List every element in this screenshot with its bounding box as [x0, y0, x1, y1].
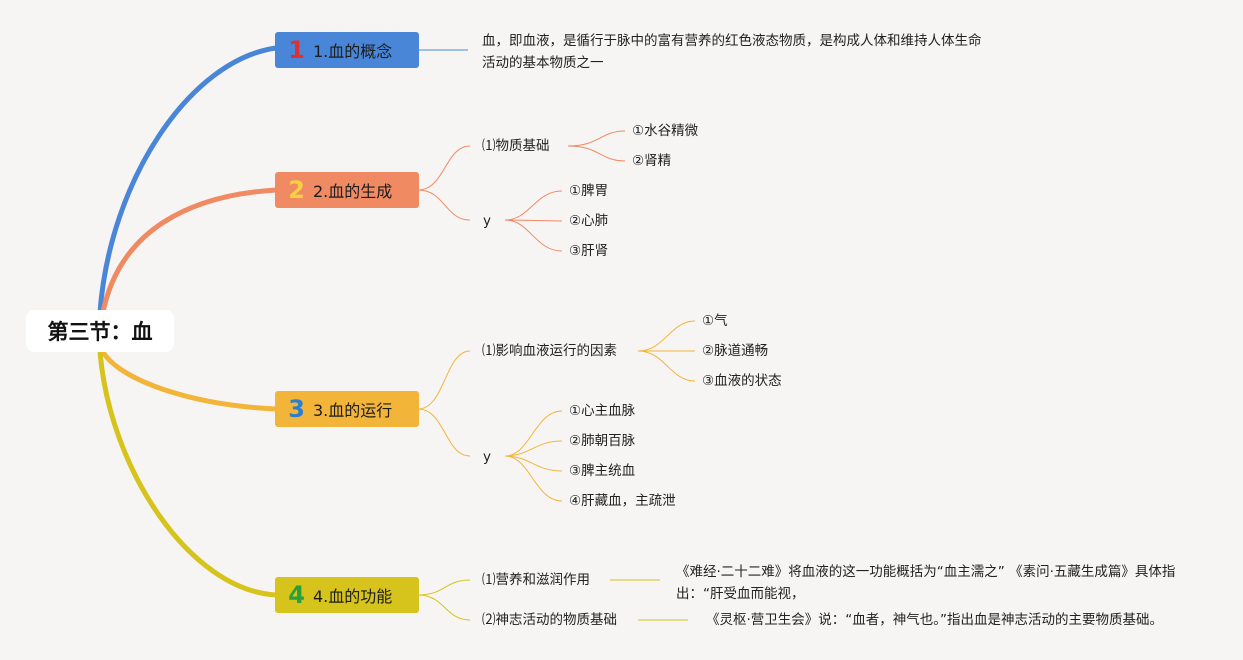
b2-g2-item3[interactable]: ③肝肾	[569, 243, 609, 259]
branch-4-label: 4.血的功能	[313, 587, 393, 606]
link-root-branch1	[97, 45, 277, 313]
number-1-icon: 1	[288, 36, 305, 64]
b2-g1-item1[interactable]: ①水谷精微	[632, 123, 699, 139]
b3-g1-item1[interactable]: ①气	[702, 313, 728, 329]
link-root-branch3	[100, 350, 277, 412]
link-root-branch2	[100, 187, 277, 313]
b2-g2-item1[interactable]: ①脾胃	[569, 183, 609, 199]
b4-group2-note: 《灵枢·营卫生会》说：“血者，神气也。”指出血是神志活动的主要物质基础。	[706, 612, 1164, 628]
number-3-icon: 3	[288, 395, 305, 423]
b2-g2-item2[interactable]: ②心肺	[569, 213, 609, 229]
number-4-icon: 4	[288, 581, 305, 609]
b4-group1-label[interactable]: ⑴营养和滋润作用	[482, 572, 590, 588]
branch-1-label: 1.血的概念	[313, 42, 393, 61]
b2-g1-item2[interactable]: ②肾精	[632, 153, 672, 169]
b3-g2-item3[interactable]: ③脾主统血	[569, 463, 636, 479]
b2-group2-label[interactable]: y	[483, 213, 491, 229]
branch-2-label: 2.血的生成	[313, 182, 393, 201]
b3-g1-item2[interactable]: ②脉道通畅	[702, 343, 769, 359]
root-topic[interactable]: 第三节：血	[26, 310, 174, 352]
b3-g1-item3[interactable]: ③血液的状态	[702, 373, 782, 389]
b3-g2-item1[interactable]: ①心主血脉	[569, 403, 636, 419]
b3-group2-label[interactable]: y	[483, 449, 491, 465]
b3-g2-item4[interactable]: ④肝藏血，主疏泄	[569, 493, 676, 509]
branch-3-label: 3.血的运行	[313, 401, 393, 420]
link-root-branch4	[97, 351, 277, 598]
b2-group1-label[interactable]: ⑴物质基础	[482, 138, 550, 154]
b4-group2-label[interactable]: ⑵神志活动的物质基础	[482, 612, 617, 628]
branch-4[interactable]: 4 4.血的功能	[275, 577, 419, 613]
b3-g2-item2[interactable]: ②肺朝百脉	[569, 433, 636, 449]
branch-3[interactable]: 3 3.血的运行	[275, 391, 419, 427]
b3-group1-label[interactable]: ⑴影响血液运行的因素	[482, 343, 617, 359]
number-2-icon: 2	[288, 176, 305, 204]
b4-group1-note: 《难经·二十二难》将血液的这一功能概括为“血主濡之” 《素问·五藏生成篇》具体指…	[676, 564, 1176, 602]
branch-2[interactable]: 2 2.血的生成	[275, 172, 419, 208]
branch-1[interactable]: 1 1.血的概念	[275, 32, 419, 68]
branch-1-description: 血，即血液，是循行于脉中的富有营养的红色液态物质，是构成人体和维持人体生命活动的…	[482, 33, 982, 71]
